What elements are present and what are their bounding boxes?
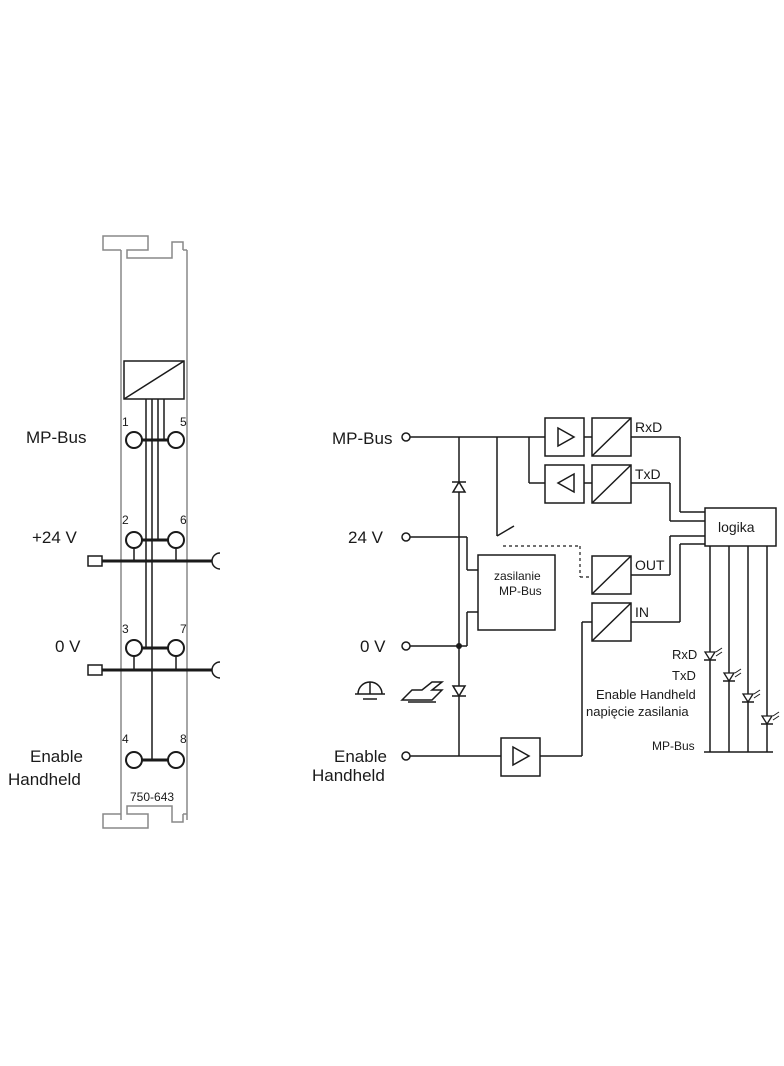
terminal-number: 7 bbox=[180, 622, 187, 636]
led-legend-rxd: RxD bbox=[672, 647, 697, 662]
signal-in: IN bbox=[635, 604, 649, 620]
led-legend-enable: Enable Handheld bbox=[596, 687, 696, 702]
label-plus24v: +24 V bbox=[32, 528, 78, 547]
logic-label: logika bbox=[718, 519, 755, 535]
terminal-1 bbox=[125, 431, 143, 449]
led-rxd bbox=[703, 647, 723, 662]
diode-bottom bbox=[451, 685, 467, 698]
power-supply-block bbox=[477, 554, 556, 631]
terminal-5 bbox=[167, 431, 185, 449]
diode-top bbox=[451, 480, 467, 493]
terminal-number: 4 bbox=[122, 732, 129, 746]
signal-out: OUT bbox=[635, 557, 665, 573]
led-enable bbox=[741, 689, 761, 704]
input-mp-bus: MP-Bus bbox=[332, 429, 392, 448]
input-terminal bbox=[401, 751, 411, 761]
terminal-6 bbox=[167, 531, 185, 549]
input-terminal bbox=[401, 432, 411, 442]
led-legend-mp-bus: MP-Bus bbox=[652, 739, 695, 753]
input-handheld: Handheld bbox=[312, 766, 385, 785]
terminal-number: 5 bbox=[180, 415, 187, 429]
rail-contact-right bbox=[211, 552, 221, 570]
logic-block bbox=[704, 507, 777, 547]
signal-txd: TxD bbox=[635, 466, 661, 482]
led-legend-power: napięcie zasilania bbox=[586, 704, 689, 719]
terminal-number: 6 bbox=[180, 513, 187, 527]
switch bbox=[496, 525, 515, 537]
led-txd bbox=[722, 668, 742, 683]
terminal-2 bbox=[125, 531, 143, 549]
terminal-number: 3 bbox=[122, 622, 129, 636]
module-housing-top bbox=[102, 235, 188, 820]
terminal-8 bbox=[167, 751, 185, 769]
power-supply-label: MP-Bus bbox=[499, 584, 542, 598]
input-enable: Enable bbox=[334, 747, 387, 766]
terminal-number: 8 bbox=[180, 732, 187, 746]
label-enable: Enable bbox=[30, 747, 83, 766]
ground-icon bbox=[355, 681, 385, 700]
module-housing-bottom bbox=[102, 805, 184, 829]
led-power bbox=[760, 711, 780, 726]
input-terminal bbox=[401, 641, 411, 651]
power-supply-label: zasilanie bbox=[494, 569, 541, 583]
signal-rxd: RxD bbox=[635, 419, 662, 435]
terminal-number: 1 bbox=[122, 415, 129, 429]
din-rail-icon bbox=[400, 681, 445, 703]
terminal-4 bbox=[125, 751, 143, 769]
label-0v: 0 V bbox=[55, 637, 81, 656]
rail-contact-left bbox=[87, 555, 103, 567]
input-terminal bbox=[401, 532, 411, 542]
input-24v: 24 V bbox=[348, 528, 384, 547]
terminal-7 bbox=[167, 639, 185, 657]
label-handheld: Handheld bbox=[8, 770, 81, 789]
terminal-3 bbox=[125, 639, 143, 657]
block-schematic: MP-Bus 24 V 0 V Enable Handheld bbox=[312, 417, 780, 785]
led-legend-txd: TxD bbox=[672, 668, 696, 683]
terminal-number: 2 bbox=[122, 513, 129, 527]
input-0v: 0 V bbox=[360, 637, 386, 656]
part-number: 750-643 bbox=[130, 790, 174, 804]
label-mp-bus: MP-Bus bbox=[26, 428, 86, 447]
terminal-module: 1 5 2 6 3 7 4 8 750-643 MP-Bus +24 V 0 V… bbox=[8, 235, 221, 829]
